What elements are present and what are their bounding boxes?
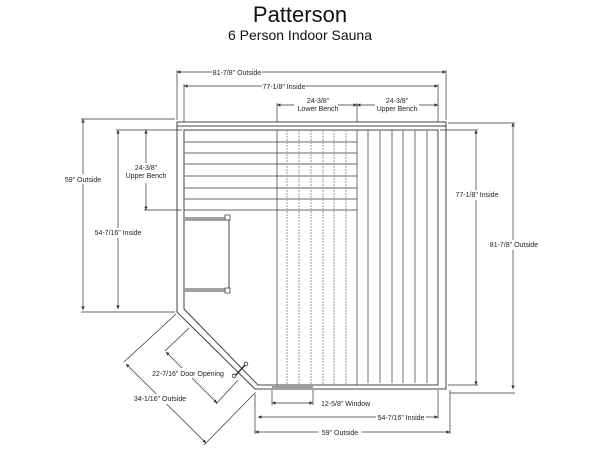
top-inside-label: 77-1/8" Inside bbox=[263, 84, 306, 91]
right-outside-label: 81-7/8" Outside bbox=[490, 242, 539, 249]
left-bench-label: Upper Bench bbox=[126, 173, 167, 180]
left-outside-label: 59" Outside bbox=[65, 177, 101, 184]
bottom-inside-label: 54-7/16" Inside bbox=[378, 415, 425, 422]
lower-bench bbox=[276, 130, 358, 385]
walls bbox=[176, 121, 447, 390]
left-bench-size: 24-3/8" bbox=[135, 165, 158, 172]
left-inside-label: 54-7/16" Inside bbox=[95, 230, 142, 237]
dimension-labels: 81-7/8" Outside 77-1/8" Inside 24-3/8" L… bbox=[60, 67, 538, 437]
window bbox=[272, 386, 313, 388]
bottom-outside-label: 59" Outside bbox=[322, 430, 358, 437]
lower-bench-size: 24-3/8" bbox=[307, 98, 330, 105]
upper-bench-left bbox=[184, 141, 357, 211]
upper-bench-top-label: Upper Bench bbox=[377, 106, 418, 113]
lower-bench-label: Lower Bench bbox=[298, 106, 339, 113]
top-outside-label: 81-7/8" Outside bbox=[213, 70, 262, 77]
door-handle-icon bbox=[231, 361, 249, 379]
diagonal-outside-label: 34-1/16" Outside bbox=[134, 396, 186, 403]
door-opening-label: 22-7/16" Door Opening bbox=[152, 371, 224, 378]
page-subtitle: 6 Person Indoor Sauna bbox=[228, 27, 372, 43]
upper-bench-right bbox=[367, 130, 428, 383]
heater bbox=[185, 214, 231, 294]
right-inside-label: 77-1/8" Inside bbox=[456, 192, 499, 199]
page-title: Patterson bbox=[252, 2, 348, 27]
window-label: 12-5/8" Window bbox=[321, 401, 371, 408]
upper-bench-top-size: 24-3/8" bbox=[386, 98, 409, 105]
